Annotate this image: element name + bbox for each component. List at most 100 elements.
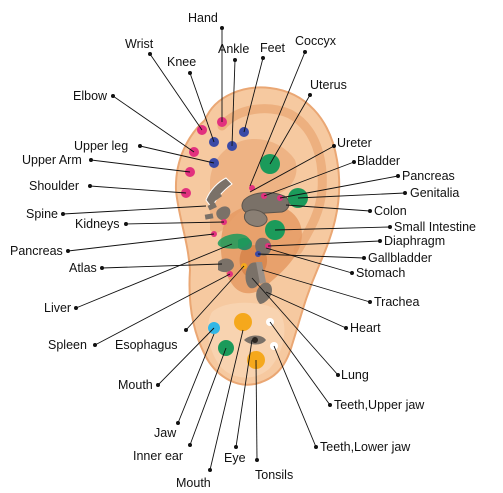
end-elbow (111, 94, 115, 98)
liver-illustration (217, 233, 250, 249)
leader-spleen (94, 273, 231, 346)
labels: Hand Coccyx Wrist Ankle Feet Knee Uterus… (10, 11, 476, 490)
leader-uterus (269, 94, 311, 165)
end-hand (220, 26, 224, 30)
leader-kidneys (125, 221, 225, 225)
leader-pancreas-left (67, 233, 215, 252)
leader-esophagus (185, 265, 245, 331)
leader-knee (189, 72, 215, 143)
ureter-point (249, 185, 255, 191)
end-mouth-bottom (208, 468, 212, 472)
end-eye (234, 445, 238, 449)
end-inner-ear (188, 443, 192, 447)
label-shoulder: Shoulder (29, 179, 79, 193)
label-upper-arm: Upper Arm (22, 153, 82, 167)
leader-mouth-left (157, 327, 215, 386)
leader-lung (251, 277, 339, 376)
leader-heart (265, 291, 347, 329)
leader-stomach (265, 247, 353, 274)
end-atlas (100, 266, 104, 270)
spine-vertebra-2 (207, 202, 217, 211)
end-kidneys (124, 222, 128, 226)
end-diaphragm (378, 239, 382, 243)
label-pancreas-left: Pancreas (10, 244, 63, 258)
label-coccyx: Coccyx (295, 34, 337, 48)
end-heart (344, 326, 348, 330)
label-spleen: Spleen (48, 338, 87, 352)
leader-wrist (149, 53, 203, 131)
label-ankle: Ankle (218, 42, 249, 56)
label-heart: Heart (350, 321, 381, 335)
leader-shoulder (89, 185, 187, 194)
leader-small-intestine (274, 226, 391, 231)
end-stomach (350, 271, 354, 275)
leader-bladder (263, 161, 355, 197)
end-mouth-left (156, 383, 160, 387)
leader-inner-ear (189, 347, 227, 446)
label-mouth-left: Mouth (118, 378, 153, 392)
label-atlas: Atlas (69, 261, 97, 275)
label-eye: Eye (224, 451, 246, 465)
end-upper-leg (138, 144, 142, 148)
leader-elbow (112, 95, 195, 153)
label-uterus: Uterus (310, 78, 347, 92)
small-intestine-illustration (243, 209, 268, 227)
trachea-illustration (256, 262, 266, 284)
label-small-intestine: Small Intestine (394, 220, 476, 234)
leader-feet (243, 57, 264, 133)
eye-pupil (252, 337, 258, 343)
leader-ankle (231, 59, 236, 147)
label-wrist: Wrist (125, 37, 154, 51)
end-bladder (352, 160, 356, 164)
label-gallbladder: Gallbladder (368, 251, 432, 265)
label-elbow: Elbow (73, 89, 108, 103)
end-small-intestine (388, 225, 392, 229)
end-genitalia (403, 191, 407, 195)
end-ureter (332, 144, 336, 148)
end-trachea (368, 300, 372, 304)
label-feet: Feet (260, 41, 286, 55)
end-tonsils (255, 458, 259, 462)
label-ureter: Ureter (337, 136, 372, 150)
leader-trachea (261, 269, 371, 303)
label-diaphragm: Diaphragm (384, 234, 445, 248)
end-teeth-upper (328, 403, 332, 407)
leader-upper-arm (90, 159, 191, 173)
leader-diaphragm (267, 240, 381, 247)
ear-helix-rim (217, 104, 327, 255)
end-pancreas-right (396, 174, 400, 178)
leader-teeth-upper (269, 321, 331, 406)
end-liver (74, 306, 78, 310)
leader-liver (75, 243, 233, 309)
label-colon: Colon (374, 204, 407, 218)
end-upper-arm (89, 158, 93, 162)
end-lung (336, 373, 340, 377)
end-shoulder (88, 184, 92, 188)
leader-atlas (101, 263, 223, 269)
leader-teeth-lower (273, 345, 317, 448)
tonsils-upper-point (234, 313, 252, 331)
end-spine (61, 212, 65, 216)
label-bladder: Bladder (357, 154, 400, 168)
end-pancreas-left (66, 249, 70, 253)
end-gallbladder (362, 256, 366, 260)
label-upper-leg: Upper leg (74, 139, 128, 153)
stomach-illustration (255, 237, 272, 256)
end-jaw (176, 421, 180, 425)
leader-lines (62, 28, 406, 471)
leader-pancreas-right (279, 175, 399, 199)
leader-colon (285, 204, 371, 212)
leader-upper-leg (139, 145, 215, 164)
label-pancreas-right: Pancreas (402, 169, 455, 183)
end-uterus (308, 93, 312, 97)
label-hand: Hand (188, 11, 218, 25)
atlas-illustration (218, 258, 234, 273)
leader-ureter (249, 145, 335, 193)
label-inner-ear: Inner ear (133, 449, 183, 463)
leader-gallbladder (257, 253, 365, 259)
leader-eye (235, 339, 253, 448)
end-colon (368, 209, 372, 213)
leader-genitalia (297, 192, 406, 199)
